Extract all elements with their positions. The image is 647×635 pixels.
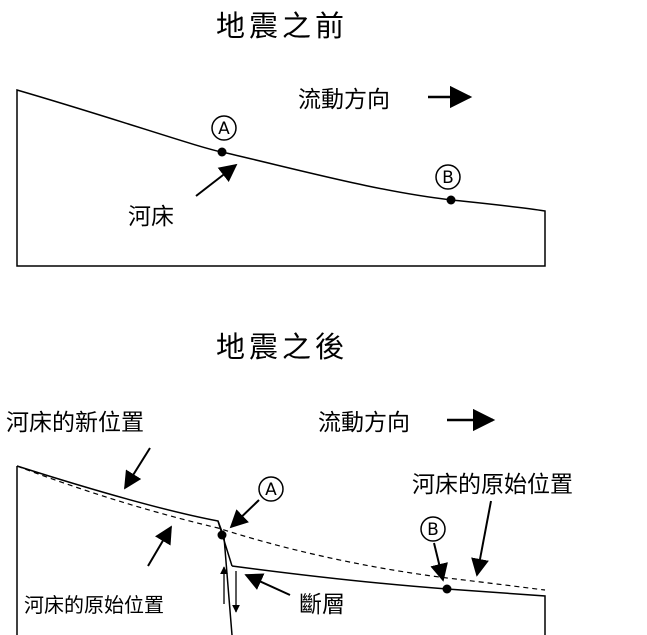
after-fault-arrow [244, 573, 291, 596]
before-title: 地震之前 [216, 9, 348, 43]
before-point-b-badge [435, 164, 461, 190]
after-point-a-badge [258, 476, 284, 502]
after-point-b-arrow [430, 542, 448, 582]
before-point-a-dot [217, 147, 227, 157]
after-upthrown-block [16, 465, 233, 635]
after-point-b-badge [420, 516, 446, 542]
after-panel: 地震之後 河床的新位置 流動方向 河床的原始位置 A B [6, 330, 573, 635]
before-terrain-block [16, 89, 546, 267]
after-new-position-arrow [124, 447, 151, 490]
before-flow-label: 流動方向 [298, 87, 390, 113]
after-original-position-label-left: 河床的原始位置 [24, 593, 164, 617]
after-fault-line [217, 520, 233, 567]
before-riverbed-label: 河床 [128, 204, 174, 230]
after-point-b-dot [442, 584, 452, 594]
after-point-a: A [217, 476, 284, 540]
after-original-position-label-right: 河床的原始位置 [412, 472, 573, 498]
after-title: 地震之後 [216, 330, 348, 364]
after-point-a-dot [217, 530, 227, 540]
before-point-b: B [435, 164, 461, 205]
before-riverbed-arrow [195, 163, 238, 197]
after-original-position-arrow-left [147, 525, 172, 567]
after-flow-label: 流動方向 [318, 410, 410, 436]
after-point-b: B [420, 516, 452, 594]
after-original-riverbed-dashed [16, 465, 546, 591]
before-point-a-badge [211, 115, 237, 141]
after-original-position-arrow-right [471, 500, 492, 577]
before-panel: 地震之前 流動方向 A B 河床 [16, 9, 546, 267]
before-point-a-label: A [218, 119, 230, 139]
before-point-b-label: B [442, 168, 454, 188]
after-point-b-label: B [427, 520, 439, 540]
after-downthrown-block [231, 565, 546, 635]
after-new-position-label: 河床的新位置 [6, 410, 144, 436]
before-point-a: A [211, 115, 237, 157]
before-point-b-dot [446, 195, 456, 205]
after-point-a-arrow [229, 499, 260, 529]
after-point-a-label: A [265, 480, 277, 500]
after-fault-label: 斷層 [299, 592, 345, 618]
